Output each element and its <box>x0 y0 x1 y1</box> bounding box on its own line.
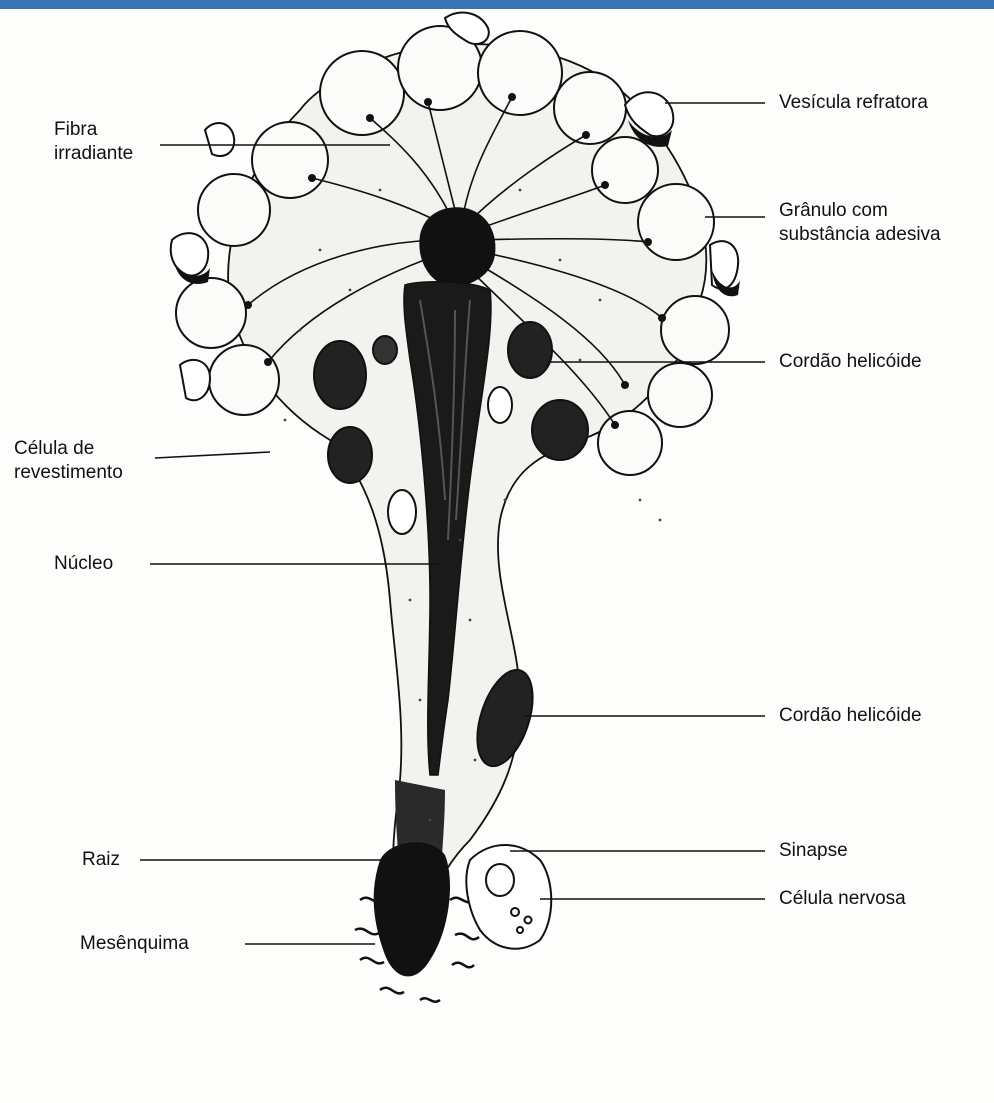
fibre-junction <box>621 381 629 389</box>
vesicle-circle <box>209 345 279 415</box>
helical-body <box>388 490 416 534</box>
fibre-junction <box>582 131 590 139</box>
leader-celula <box>155 452 270 458</box>
vesicle-circle <box>478 31 562 115</box>
vesicle-circle <box>592 137 658 203</box>
fibre-junction <box>611 421 619 429</box>
fibre-junction <box>366 114 374 122</box>
label-raiz: Raiz <box>82 848 120 872</box>
label-fibra-irradiante: Fibra irradiante <box>54 118 133 166</box>
fibre-junction <box>644 238 652 246</box>
label-granulo-line1: Grânulo com <box>779 199 941 223</box>
vesicle-circle <box>661 296 729 364</box>
label-celula-revestimento: Célula de revestimento <box>14 437 123 485</box>
fibre-junction <box>424 98 432 106</box>
nerve-cell <box>466 845 551 949</box>
label-fibra-line2: irradiante <box>54 142 133 166</box>
fibre-junction <box>264 358 272 366</box>
label-cordao-helicoide-upper: Cordão helicóide <box>779 350 922 374</box>
vesicle-circle <box>638 184 714 260</box>
central-hub <box>419 207 495 286</box>
vesicle-circle <box>648 363 712 427</box>
label-celula-line1: Célula de <box>14 437 123 461</box>
adhesive-granule <box>180 360 210 400</box>
label-granulo: Grânulo com substância adesiva <box>779 199 941 247</box>
vesicle-circle <box>320 51 404 135</box>
fibre-junction <box>508 93 516 101</box>
vesicle-circle <box>176 278 246 348</box>
fibre-junction <box>308 174 316 182</box>
label-celula-line2: revestimento <box>14 461 123 485</box>
label-vesicula-refratora: Vesícula refratora <box>779 91 928 115</box>
label-mesenquima: Mesênquima <box>80 932 189 956</box>
root-mass <box>374 842 450 976</box>
helical-body <box>488 387 512 423</box>
vesicle-circle <box>252 122 328 198</box>
root-region <box>355 842 479 1001</box>
fibre-junction <box>244 301 252 309</box>
helical-body <box>532 400 588 460</box>
fibre-junction <box>601 181 609 189</box>
helical-body <box>508 322 552 378</box>
helical-body <box>328 427 372 483</box>
helical-body <box>373 336 397 364</box>
helical-body <box>314 341 366 409</box>
adhesive-granule <box>205 123 234 156</box>
label-sinapse: Sinapse <box>779 839 848 863</box>
label-fibra-line1: Fibra <box>54 118 133 142</box>
adhesive-granule <box>710 241 738 289</box>
label-cordao-helicoide-lower: Cordão helicóide <box>779 704 922 728</box>
label-granulo-line2: substância adesiva <box>779 223 941 247</box>
label-celula-nervosa: Célula nervosa <box>779 887 906 911</box>
fibre-junction <box>658 314 666 322</box>
vesicle-circle <box>598 411 662 475</box>
label-nucleo: Núcleo <box>54 552 113 576</box>
vesicle-circle <box>554 72 626 144</box>
vesicle-circle <box>198 174 270 246</box>
